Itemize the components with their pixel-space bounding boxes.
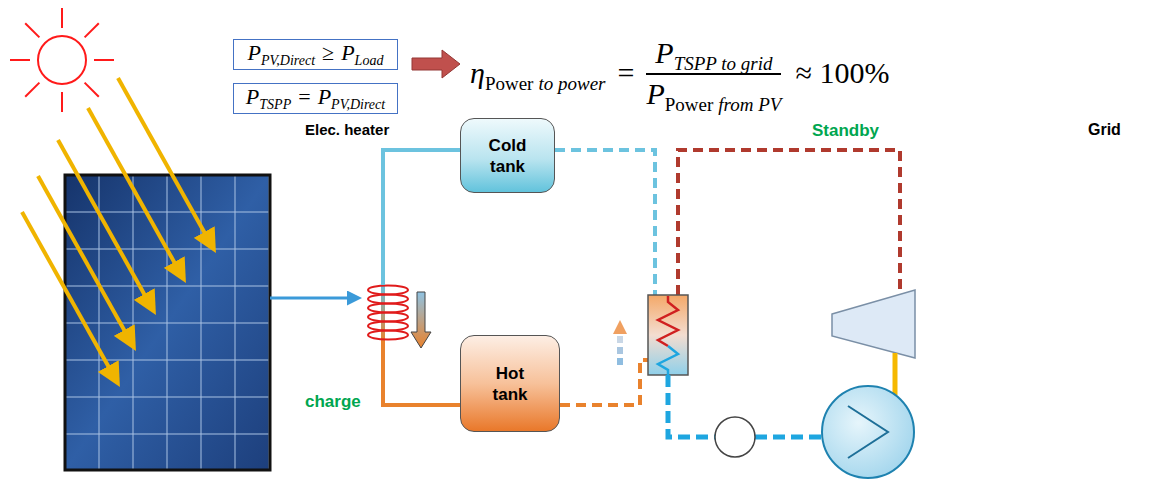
turbine-shaft bbox=[893, 353, 898, 395]
math-symbol: η bbox=[470, 56, 485, 90]
hot-pipe bbox=[383, 342, 460, 405]
hot-tank: Hot tank bbox=[460, 335, 560, 432]
formula-term: P bbox=[341, 40, 354, 66]
steam-generator bbox=[648, 295, 688, 375]
math-subscript: from PV bbox=[718, 94, 781, 116]
formula-term: Load bbox=[355, 53, 384, 69]
steam-pipe bbox=[678, 150, 900, 295]
formula-box: PTSPP=PPV,Direct bbox=[233, 83, 398, 114]
fraction-denominator: PPowerfrom PV bbox=[646, 77, 781, 111]
cold-pipe bbox=[383, 150, 460, 285]
formula-term: PV,Direct bbox=[261, 53, 315, 69]
water-pipe bbox=[668, 375, 715, 437]
fraction-numerator: PTSPP to grid bbox=[655, 36, 772, 70]
result-arrow bbox=[412, 50, 460, 78]
pv-panel bbox=[65, 175, 270, 470]
power-arrow bbox=[270, 297, 356, 300]
math-symbol: P bbox=[655, 36, 673, 70]
electric-heater-coil bbox=[368, 285, 408, 342]
formula-term: PV,Direct bbox=[331, 97, 385, 113]
formula-term: = bbox=[298, 84, 310, 110]
standby-flow-arrow bbox=[613, 320, 627, 365]
formula-term: P bbox=[246, 84, 259, 110]
tank-label: Hot tank bbox=[479, 363, 541, 405]
formula-term: TSPP bbox=[259, 97, 291, 113]
condenser-symbol bbox=[822, 386, 914, 478]
formula-term: P bbox=[318, 84, 331, 110]
math-symbol: P bbox=[646, 77, 664, 111]
math-result: ≈ 100% bbox=[795, 56, 889, 90]
fraction: PTSPP to gridPPowerfrom PV bbox=[646, 36, 781, 111]
math-subscript: Power bbox=[485, 73, 534, 95]
pump-symbol bbox=[715, 417, 755, 457]
sun-symbol bbox=[10, 8, 114, 112]
heater-label: Elec. heater bbox=[305, 121, 389, 138]
hot-salt-pipe bbox=[560, 360, 648, 405]
sunlight-arrows bbox=[22, 78, 212, 380]
math-operator: = bbox=[617, 56, 634, 90]
water-pipe bbox=[755, 435, 822, 440]
mode-label: charge bbox=[305, 392, 361, 412]
charge-pipe bbox=[383, 150, 460, 405]
turbine-symbol bbox=[832, 290, 915, 358]
formula-box: PPV,Direct≥PLoad bbox=[233, 39, 398, 70]
grid-label: Grid bbox=[1088, 121, 1121, 139]
math-subscript: to power bbox=[538, 73, 605, 95]
equation-term: ηPowerto power bbox=[470, 56, 605, 90]
mode-label: Standby bbox=[812, 121, 879, 141]
math-subscript: Power bbox=[665, 94, 714, 116]
math-subscript: TSPP to grid bbox=[674, 53, 773, 75]
cold-salt-pipe bbox=[555, 150, 655, 295]
heating-flow-arrow bbox=[411, 292, 431, 348]
efficiency-equation: ηPowerto power=PTSPP to gridPPowerfrom P… bbox=[470, 36, 901, 111]
cold-tank: Cold tank bbox=[460, 118, 555, 193]
formula-term: P bbox=[248, 40, 261, 66]
tank-label: Cold tank bbox=[477, 135, 539, 177]
formula-term: ≥ bbox=[322, 40, 334, 66]
